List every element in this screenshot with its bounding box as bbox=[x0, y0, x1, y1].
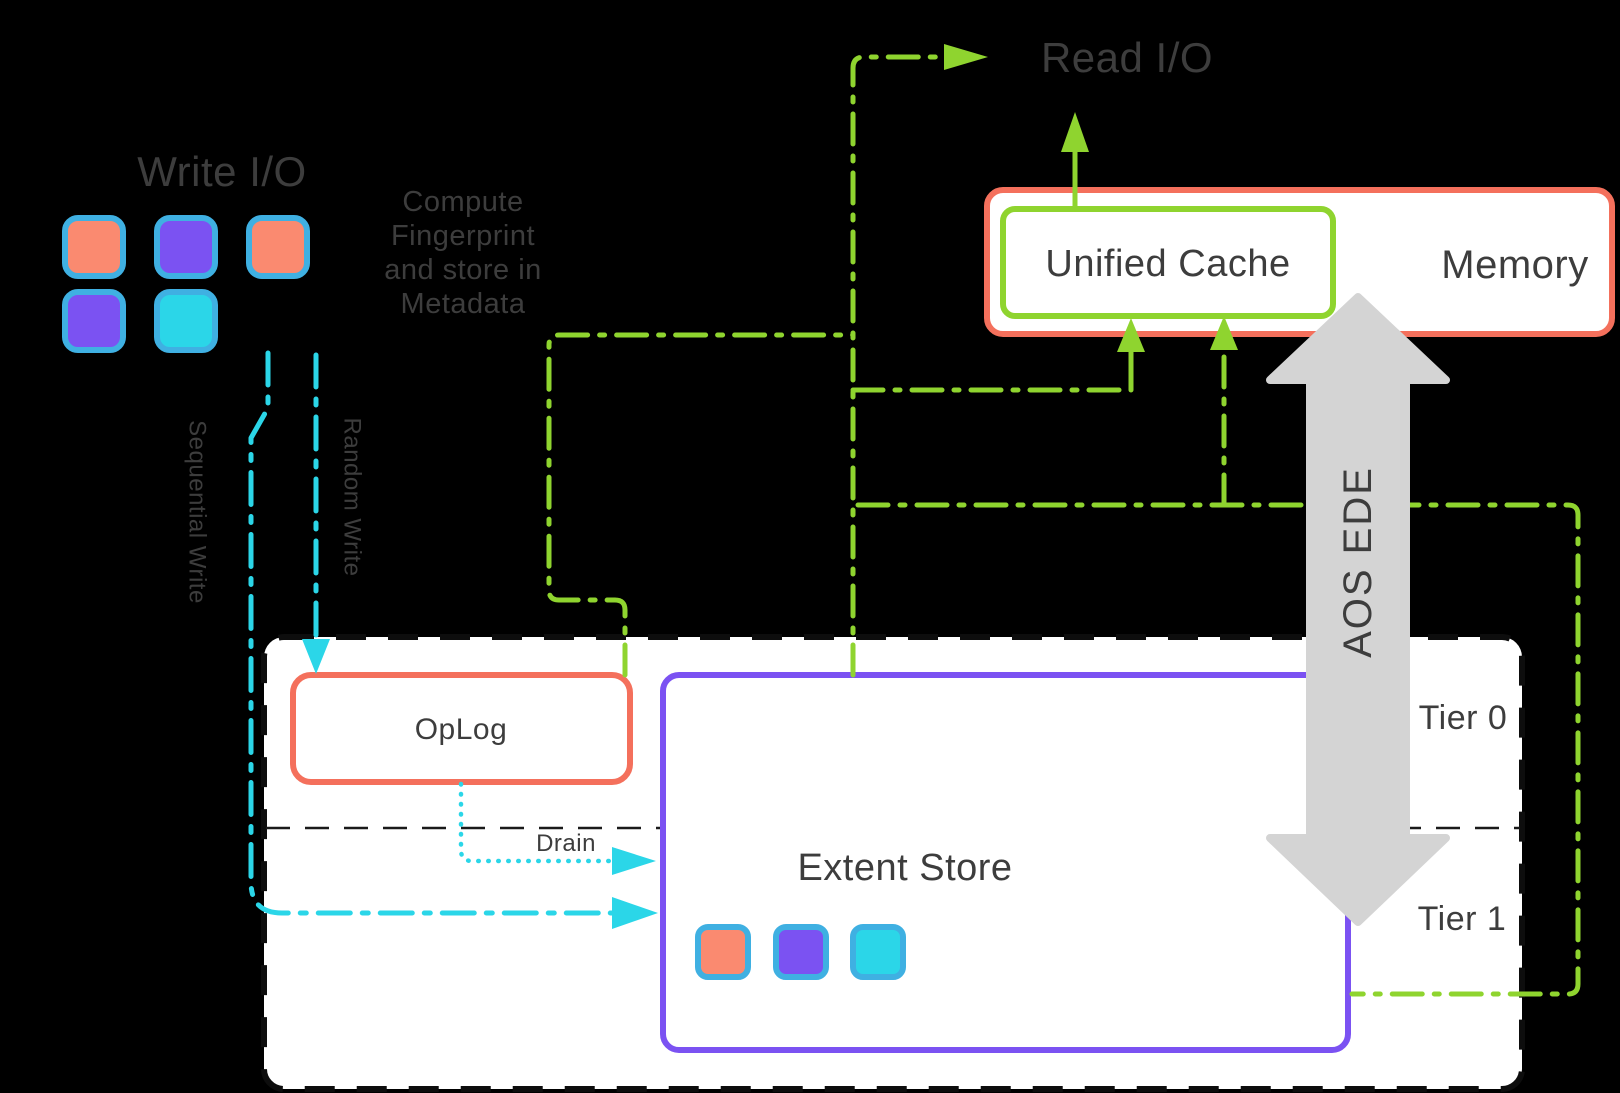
read-paths bbox=[546, 44, 1581, 997]
unified-cache-label: Unified Cache bbox=[1045, 243, 1290, 285]
tier1-label: Tier 1 bbox=[1418, 900, 1507, 938]
cache-to-read-arrowhead bbox=[1061, 112, 1089, 152]
aos-ede-label: AOS EDE bbox=[1336, 466, 1380, 658]
compute-note-line3: and store in bbox=[384, 254, 542, 286]
write-block-5-cyan bbox=[154, 289, 218, 353]
compute-note: Compute Fingerprint and store in Metadat… bbox=[384, 186, 542, 320]
extent-store: Extent Store bbox=[660, 672, 1351, 1053]
memory-label: Memory bbox=[1441, 243, 1588, 287]
write-io-title: Write I/O bbox=[137, 148, 306, 195]
sequential-write-arrowhead bbox=[612, 897, 658, 929]
extent-store-label: Extent Store bbox=[797, 847, 1012, 889]
aos-ede: AOS EDE bbox=[1266, 293, 1450, 926]
unified-cache: Unified Cache bbox=[1000, 206, 1336, 319]
read-path-oplog bbox=[546, 332, 856, 678]
extent-block-salmon bbox=[695, 924, 751, 980]
cache-arrowhead-right bbox=[1210, 316, 1238, 350]
extent-block-cyan bbox=[850, 924, 906, 980]
read-io-arrowhead bbox=[944, 44, 988, 70]
tier0-label: Tier 0 bbox=[1419, 699, 1508, 737]
cache-arrowhead-left bbox=[1117, 318, 1145, 352]
read-path-right-loop bbox=[855, 502, 1581, 997]
read-path-riser bbox=[850, 54, 947, 678]
random-write-arrowhead bbox=[302, 639, 330, 674]
drain-label: Drain bbox=[536, 830, 596, 857]
read-io-title: Read I/O bbox=[1041, 34, 1213, 81]
sequential-write-label: Sequential Write bbox=[184, 420, 211, 604]
write-paths: Drain bbox=[248, 350, 658, 929]
drain-arrowhead bbox=[612, 847, 656, 875]
extent-block-purple bbox=[773, 924, 829, 980]
compute-note-line4: Metadata bbox=[401, 288, 526, 320]
random-write-label: Random Write bbox=[339, 418, 366, 577]
cache-arrows bbox=[1061, 112, 1238, 352]
aos-ede-arrow bbox=[1266, 293, 1450, 926]
unified-cache-box bbox=[1000, 206, 1336, 319]
oplog: OpLog bbox=[290, 672, 633, 785]
write-block-4-purple bbox=[62, 289, 126, 353]
write-block-3-salmon bbox=[246, 215, 310, 279]
compute-note-line2: Fingerprint bbox=[391, 220, 535, 252]
compute-note-line1: Compute bbox=[402, 186, 523, 218]
write-block-1-salmon bbox=[62, 215, 126, 279]
oplog-label: OpLog bbox=[415, 713, 508, 746]
write-io: Write I/O bbox=[62, 148, 310, 353]
sequential-write-line bbox=[248, 350, 615, 916]
write-block-2-purple bbox=[154, 215, 218, 279]
